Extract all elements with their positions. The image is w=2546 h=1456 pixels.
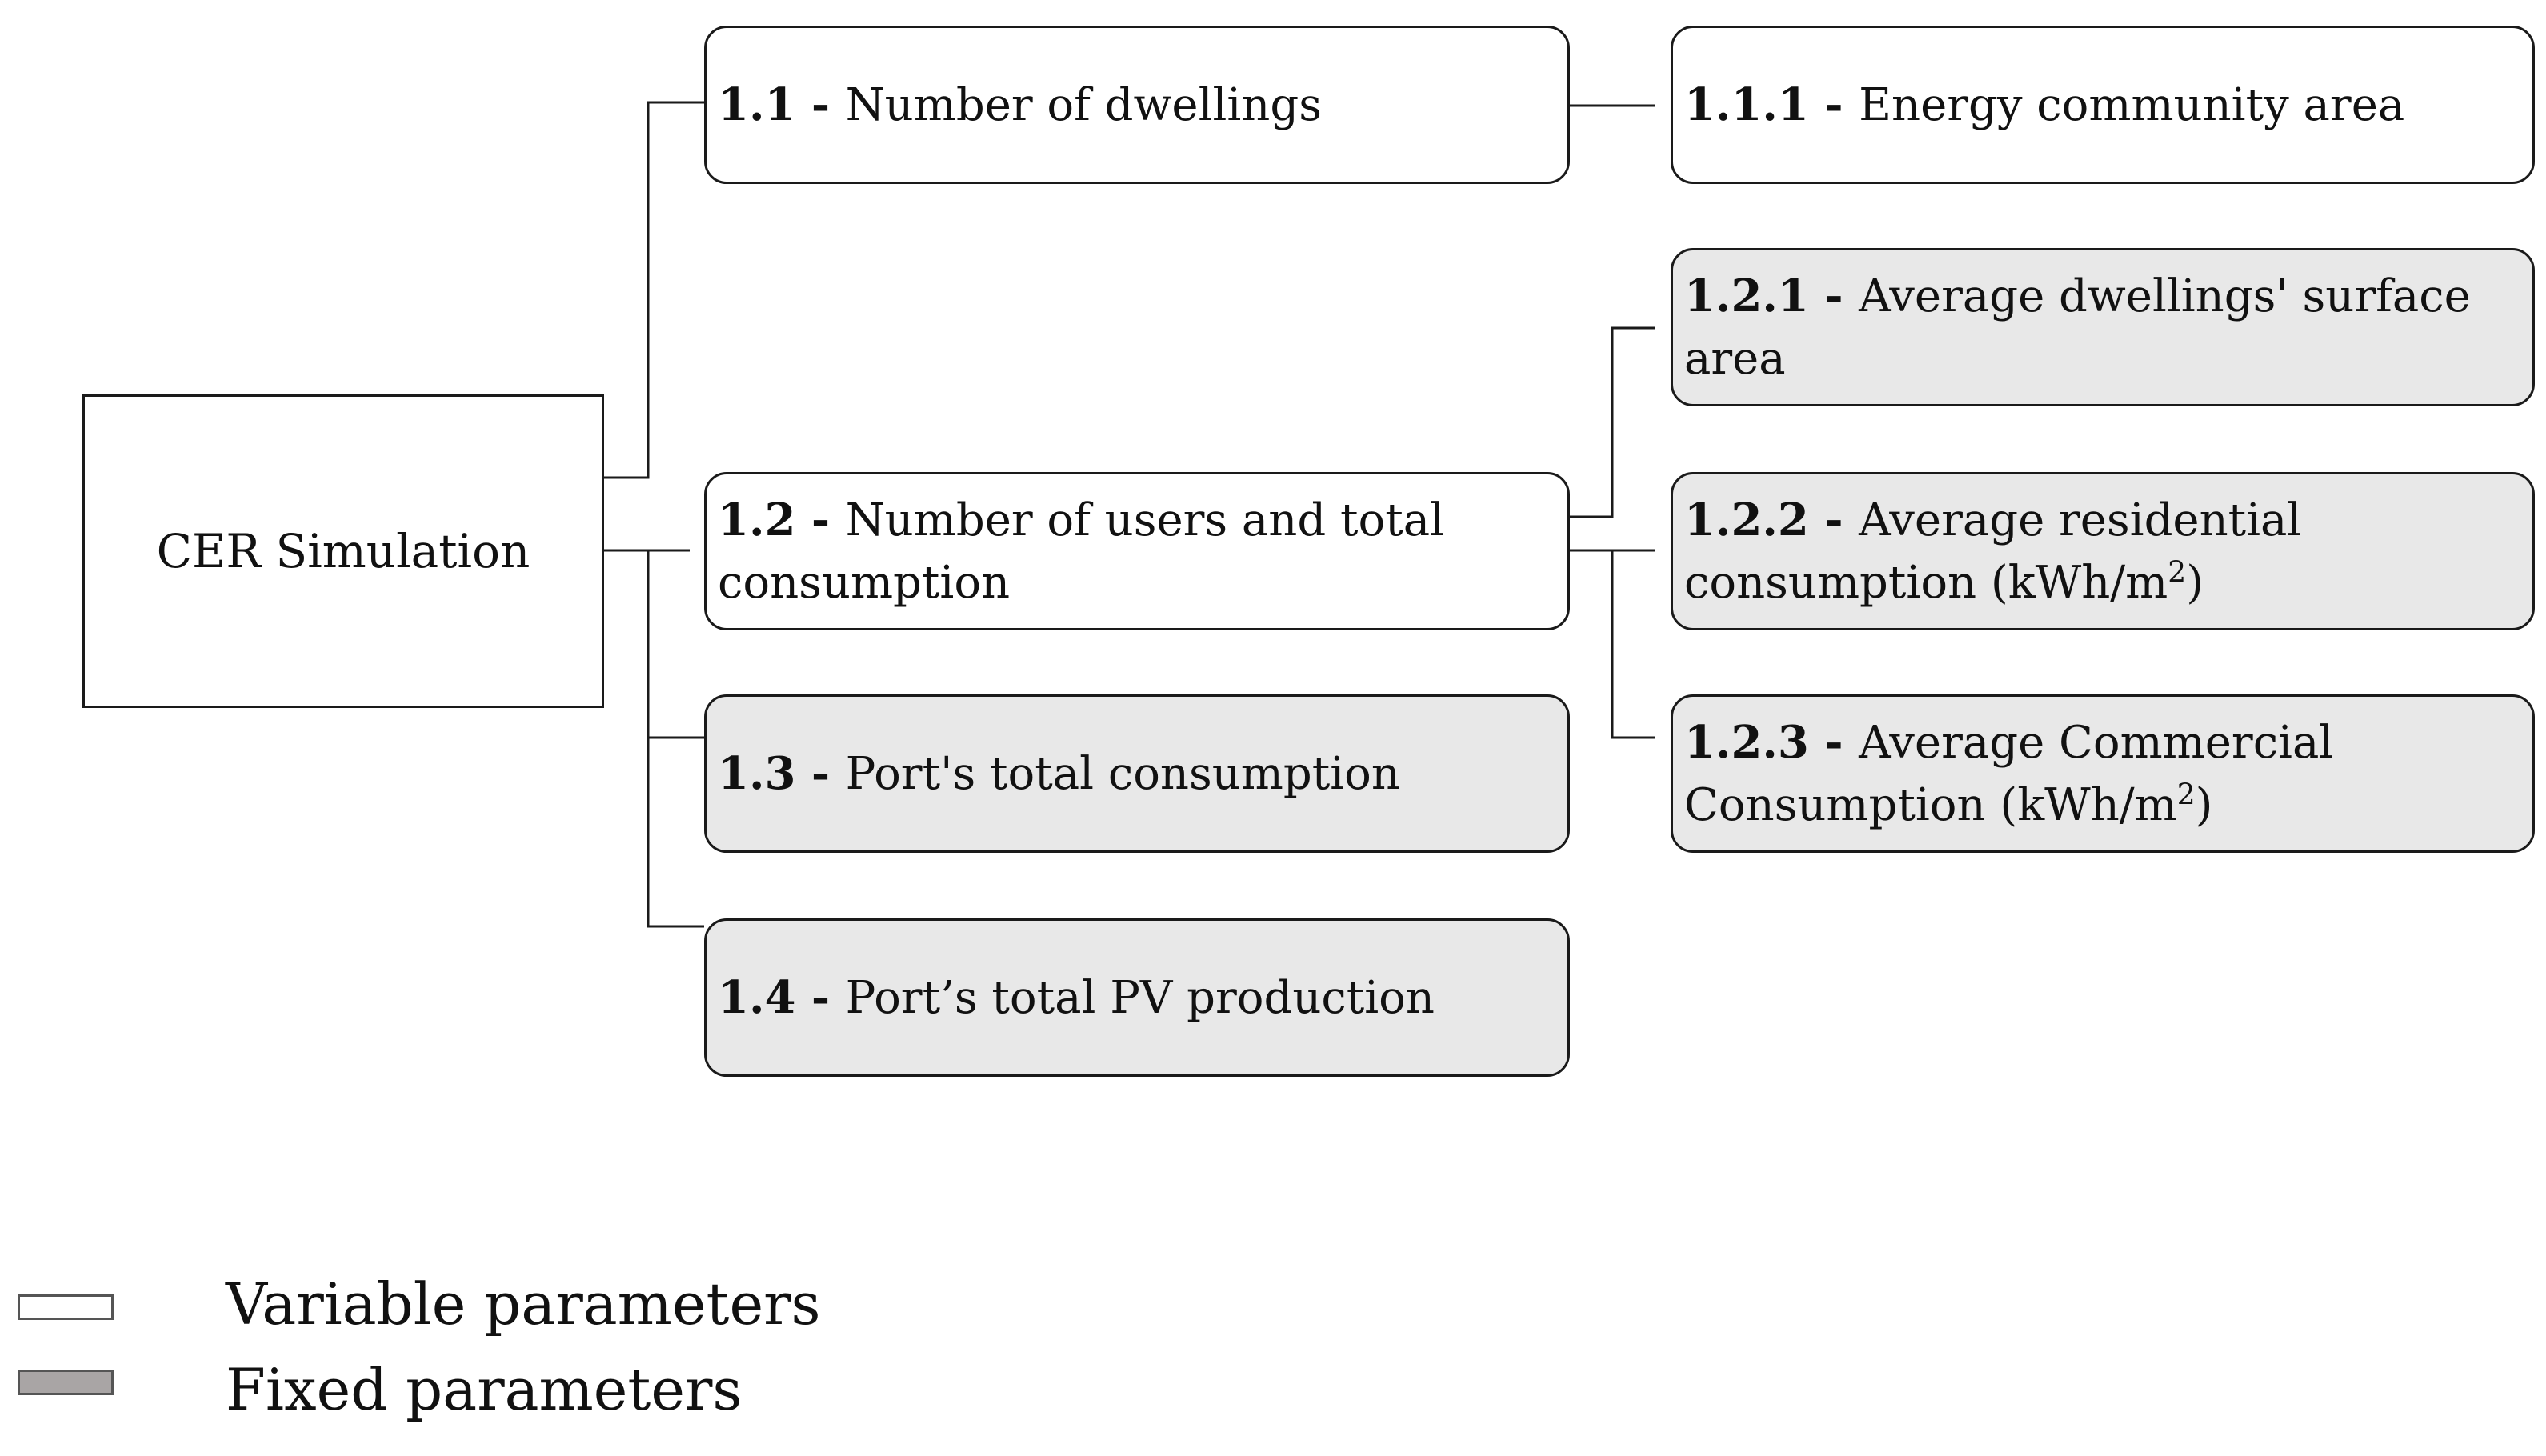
node-1-2-1-code: 1.2.1 [1684,269,1809,322]
legend-fixed-label: Fixed parameters [226,1356,743,1423]
node-1-1-1-code: 1.1.1 [1684,78,1809,131]
node-1-2-3-text: 1.2.3 - Average Commercial Consumption (… [1684,711,2520,837]
node-1-2-2-code: 1.2.2 [1684,493,1809,546]
node-1-2-1-text: 1.2.1 - Average dwellings' surface area [1684,265,2520,390]
root-node-label: CER Simulation [156,524,530,578]
node-1-3-code: 1.3 [718,746,796,800]
node-1-2-2-text: 1.2.2 - Average residential consumption … [1684,489,2520,614]
connector-root-1-1 [604,101,704,479]
node-1-1-sep: - [795,78,846,131]
node-1-1-label: Number of dwellings [845,78,1322,131]
node-1-2-2-unit-exponent: 2 [2168,555,2187,589]
node-1-4: 1.4 - Port’s total PV production [704,918,1570,1077]
node-1-2-sep: - [795,493,846,546]
node-1-2-3-label: Average Commercial Consumption (kWh/m [1684,716,2334,831]
node-1-2-label: Number of users and total consumption [718,494,1445,609]
node-1-1-1-sep: - [1808,78,1859,131]
node-1-2-2-label: Average residential consumption (kWh/m [1684,494,2302,609]
node-1-1-1-text: 1.1.1 - Energy community area [1684,74,2404,137]
node-1-4-sep: - [795,970,846,1024]
node-1-3: 1.3 - Port's total consumption [704,694,1570,853]
node-1-2-text: 1.2 - Number of users and total consumpt… [718,489,1555,614]
node-1-2: 1.2 - Number of users and total consumpt… [704,472,1570,630]
legend-variable-label: Variable parameters [226,1270,821,1338]
node-1-2-2-unit-close: ) [2186,556,2204,609]
connector-1-2-to-1-2-3 [1611,550,1655,739]
node-1-3-label: Port's total consumption [845,747,1400,800]
node-1-2-3-code: 1.2.3 [1684,715,1809,769]
node-1-4-label: Port’s total PV production [845,971,1435,1024]
node-1-3-sep: - [795,746,846,800]
node-1-1-text: 1.1 - Number of dwellings [718,74,1322,137]
node-1-2-3: 1.2.3 - Average Commercial Consumption (… [1671,694,2535,853]
connector-1-2-to-1-2-1 [1570,326,1655,518]
legend-variable-swatch [18,1294,114,1320]
node-1-2-2-sep: - [1808,493,1859,546]
node-1-4-code: 1.4 [718,970,796,1024]
node-1-1-1-label: Energy community area [1859,78,2405,131]
node-1-1: 1.1 - Number of dwellings [704,26,1570,184]
node-1-2-3-unit-exponent: 2 [2176,778,2196,811]
node-1-2-1-sep: - [1808,269,1859,322]
node-1-2-1: 1.2.1 - Average dwellings' surface area [1671,248,2535,406]
node-1-2-2: 1.2.2 - Average residential consumption … [1671,472,2535,630]
node-1-1-code: 1.1 [718,78,796,131]
node-1-2-1-label: Average dwellings' surface area [1684,270,2471,385]
node-1-3-text: 1.3 - Port's total consumption [718,742,1400,806]
node-1-2-3-unit-close: ) [2195,778,2213,831]
node-1-1-1: 1.1.1 - Energy community area [1671,26,2535,184]
root-node-cer-simulation: CER Simulation [82,394,604,708]
node-1-2-3-sep: - [1808,715,1859,769]
node-1-2-code: 1.2 [718,493,796,546]
node-1-4-text: 1.4 - Port’s total PV production [718,966,1435,1030]
legend-fixed-swatch [18,1370,114,1395]
connector-root-trunk [647,550,704,928]
